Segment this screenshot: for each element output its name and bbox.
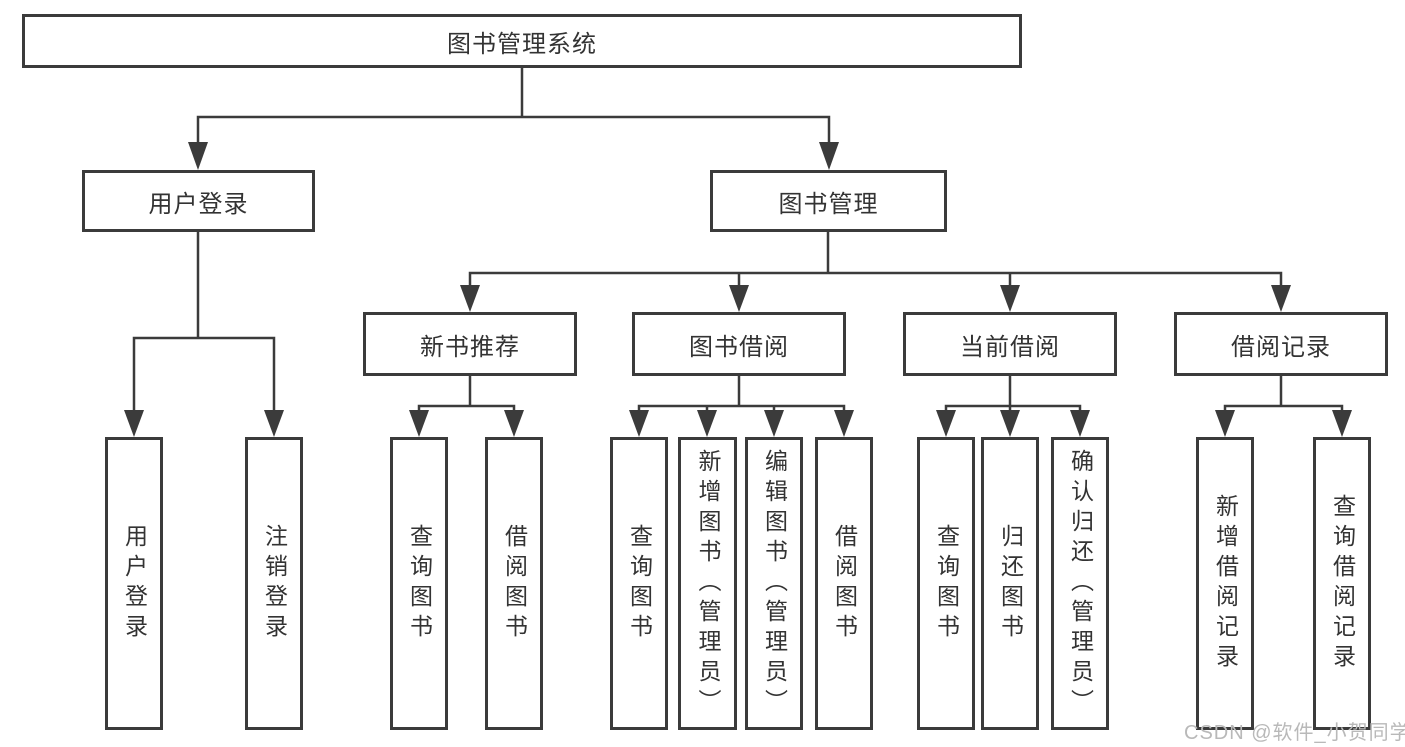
connector-line [132,336,276,414]
connector-root-to-level2 [188,68,839,170]
leaf-br-add-record: 新增借阅记录 [1196,437,1254,730]
leaf-cb-return-books: 归还图书 [981,437,1039,730]
connector-borrow-records-to-children [1215,376,1352,437]
arrowhead-icon [764,410,784,437]
arrowhead-icon [188,142,208,170]
leaf-bb-add-books-admin: 新增图书（管理员） [678,437,737,730]
leaf-logout: 注销登录 [245,437,303,730]
node-label: 编辑图书（管理员） [761,448,788,719]
arrowhead-icon [697,410,717,437]
node-label: 图书管理 [778,190,879,218]
arrowhead-icon [629,410,649,437]
node-label: 图书管理系统 [447,30,597,58]
connector-line [196,115,831,146]
connector-line [468,271,1283,290]
arrowhead-icon [1271,285,1291,312]
connector-line [1223,404,1344,414]
arrowhead-icon [264,410,284,437]
node-label: 借阅图书 [501,523,528,644]
node-label: 图书借阅 [689,333,789,361]
node-current-borrowing: 当前借阅 [903,312,1117,376]
leaf-nbr-query-books: 查询图书 [390,437,448,730]
arrowhead-icon [409,410,429,437]
connector-current-borrow-to-children [936,376,1090,437]
arrowhead-icon [729,285,749,312]
connector-user-login-to-children [124,232,284,437]
arrowhead-icon [1000,285,1020,312]
arrowhead-icon [1332,410,1352,437]
node-label: 用户登录 [148,190,249,218]
connector-line [637,404,846,414]
leaf-bb-edit-books-admin: 编辑图书（管理员） [745,437,803,730]
node-book-management: 图书管理 [710,170,947,232]
connector-book-mgmt-to-level3 [460,232,1291,312]
leaf-nbr-borrow-books: 借阅图书 [485,437,543,730]
node-label: 查询图书 [626,523,653,644]
node-label: 归还图书 [997,523,1024,644]
node-label: 查询图书 [933,523,960,644]
node-book-borrowing: 图书借阅 [632,312,846,376]
leaf-br-query-record: 查询借阅记录 [1313,437,1371,730]
node-new-book-recommend: 新书推荐 [363,312,577,376]
node-label: 当前借阅 [960,333,1060,361]
leaf-bb-borrow-books: 借阅图书 [815,437,873,730]
node-label: 确认归还（管理员） [1067,448,1094,719]
connector-new-book-rec-to-children [409,376,524,437]
arrowhead-icon [1070,410,1090,437]
node-label: 查询借阅记录 [1329,493,1356,674]
arrowhead-icon [834,410,854,437]
arrowhead-icon [1000,410,1020,437]
arrowhead-icon [504,410,524,437]
node-label: 新书推荐 [420,333,520,361]
arrowhead-icon [819,142,839,170]
leaf-bb-query-books: 查询图书 [610,437,668,730]
node-label: 用户登录 [121,523,148,644]
node-label: 查询图书 [406,523,433,644]
node-label: 借阅图书 [831,523,858,644]
node-label: 借阅记录 [1231,333,1331,361]
leaf-user-login: 用户登录 [105,437,163,730]
connector-line [417,404,516,414]
node-borrowing-records: 借阅记录 [1174,312,1388,376]
arrowhead-icon [460,285,480,312]
node-label: 新增图书（管理员） [695,448,721,719]
arrowhead-icon [124,410,144,437]
connector-book-borrow-to-children [629,376,854,437]
arrowhead-icon [936,410,956,437]
leaf-cb-confirm-return-admin: 确认归还（管理员） [1051,437,1109,730]
node-label: 注销登录 [261,523,288,644]
node-root-system: 图书管理系统 [22,14,1022,68]
arrowhead-icon [1215,410,1235,437]
node-user-login: 用户登录 [82,170,315,232]
watermark: CSDN @软件_小贺同学 [1184,722,1405,744]
node-label: 新增借阅记录 [1212,493,1239,674]
leaf-cb-query-books: 查询图书 [917,437,975,730]
